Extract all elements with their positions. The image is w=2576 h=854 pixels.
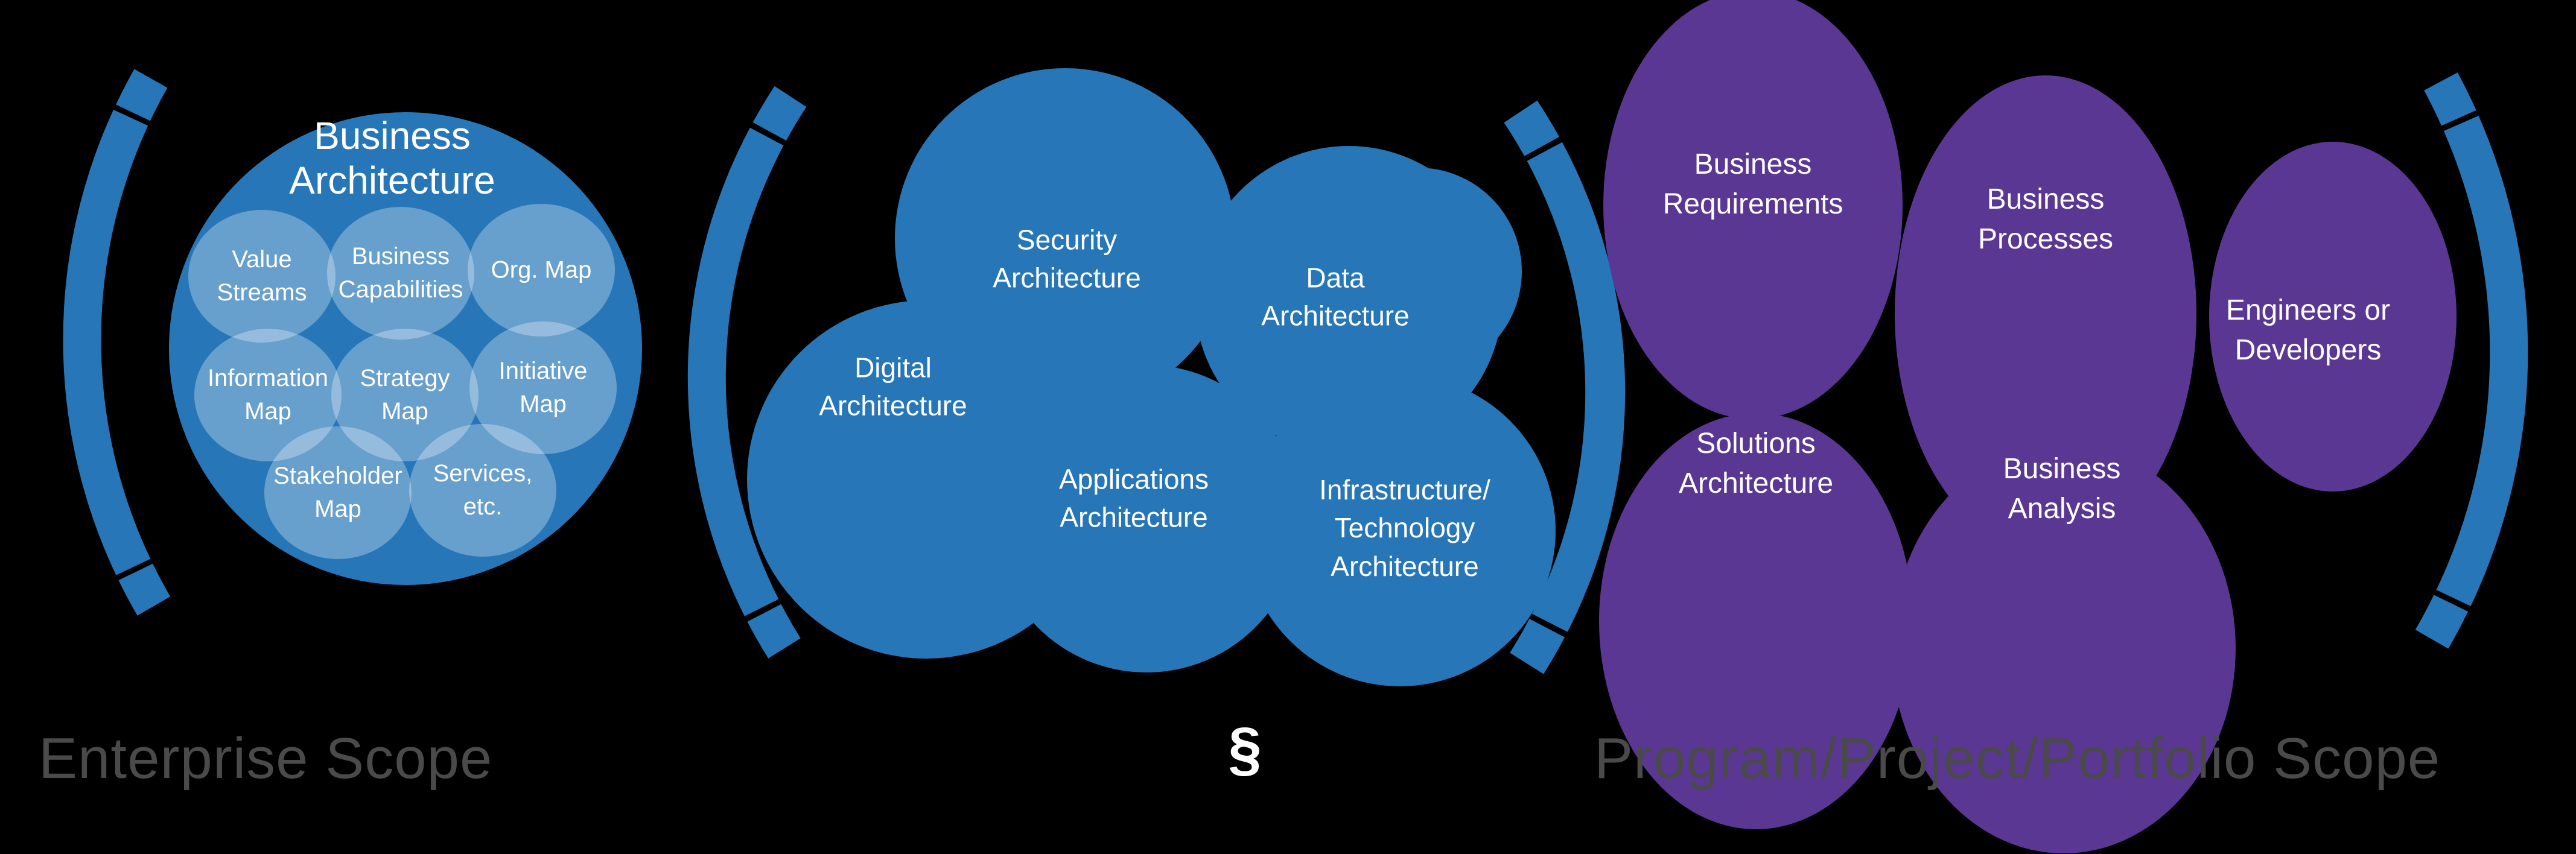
cloud-open-bracket-arc (687, 86, 807, 659)
circle-business-requirements (1603, 0, 1903, 419)
cloud-label-applications: Applications Architecture (1058, 463, 1209, 533)
bubble-label-business-capabilities: Business Capabilities (338, 242, 463, 303)
label-business-analysis: Business Analysis (2003, 452, 2121, 525)
cloud-label-infrastructure: Infrastructure/ Technology Architecture (1319, 473, 1490, 582)
bubble-stakeholder-map (264, 426, 412, 559)
circle-business-analysis (1892, 443, 2236, 853)
label-solutions-architecture: Solutions Architecture (1678, 427, 1834, 499)
portfolio-scope-caption: Program/Project/Portfolio Scope (1594, 726, 2441, 791)
bubble-value-streams (188, 210, 336, 343)
bubble-label-org-map: Org. Map (491, 256, 592, 283)
bubble-org-map (468, 204, 615, 337)
bubble-information-map (194, 329, 342, 461)
bubble-services-etc (409, 424, 556, 557)
label-engineers-developers: Engineers or Developers (2225, 294, 2391, 366)
circle-engineers-developers (2209, 142, 2457, 492)
label-business-requirements: Business Requirements (1662, 148, 1843, 220)
business-architecture-title: Business Architecture (289, 113, 495, 202)
bubble-strategy-map (331, 329, 479, 461)
bubble-label-stakeholder-map: Stakeholder Map (273, 462, 402, 522)
bubble-business-capabilities (327, 207, 474, 340)
label-business-processes: Business Processes (1977, 183, 2114, 255)
cloud-label-security: Security Architecture (993, 224, 1141, 294)
bubble-label-services-etc: Services, etc. (433, 460, 533, 520)
business-architecture-circle (169, 112, 642, 585)
bubble-label-value-streams: Value Streams (217, 245, 307, 306)
bubble-label-initiative-map: Initiative Map (498, 357, 588, 417)
circle-solutions-architecture (1599, 413, 1913, 829)
cloud-close-bracket-arc (1504, 100, 1626, 674)
cloud-lobe-right-bump (1314, 168, 1522, 375)
bubble-initiative-map (469, 321, 617, 454)
section-symbol: § (1228, 715, 1262, 783)
portfolio-close-bracket-arc (2415, 72, 2528, 649)
cloud-label-data: Data Architecture (1261, 262, 1410, 332)
enterprise-scope-caption: Enterprise Scope (39, 726, 493, 791)
bubble-label-information-map: Information Map (207, 364, 329, 425)
circle-business-processes (1895, 75, 2196, 552)
enterprise-open-bracket-arc (63, 69, 171, 616)
bubble-label-strategy-map: Strategy Map (360, 364, 450, 425)
cloud-lobe-infrastructure (1244, 375, 1556, 686)
cloud-label-digital: Digital Architecture (819, 352, 967, 422)
cloud-lobe-applications (993, 365, 1300, 672)
